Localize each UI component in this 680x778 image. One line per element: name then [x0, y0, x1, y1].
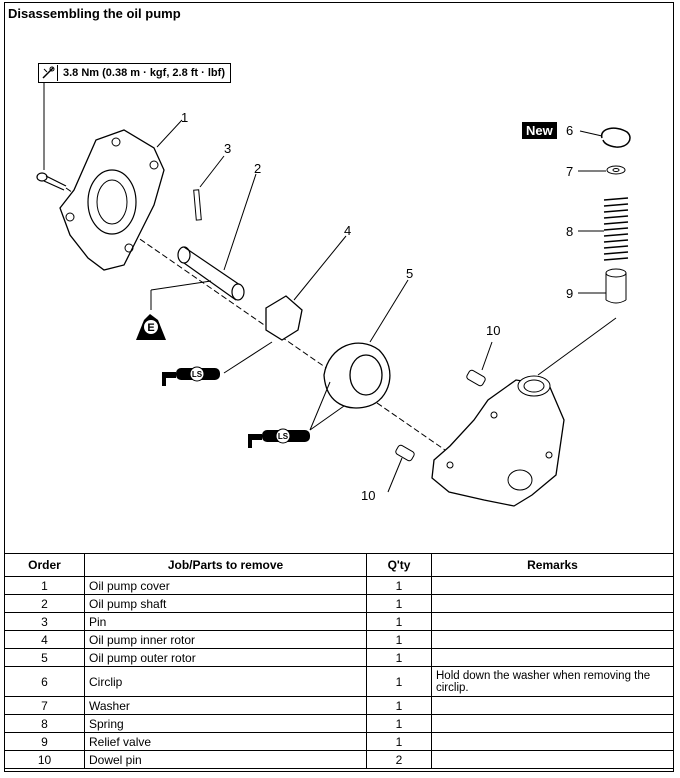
- callout-5: 5: [406, 266, 413, 281]
- engine-oil-symbol: E: [136, 314, 166, 340]
- callout-7: 7: [566, 164, 573, 179]
- cell-order: 1: [4, 576, 85, 595]
- callout-10a: 10: [486, 323, 500, 338]
- callout-8: 8: [566, 224, 573, 239]
- cell-qty: 1: [366, 732, 432, 751]
- cell-qty: 1: [366, 576, 432, 595]
- cell-qty: 1: [366, 630, 432, 649]
- cell-remarks: [431, 648, 674, 667]
- cell-order: 3: [4, 612, 85, 631]
- exploded-diagram: E LS LS 1 2 3 4 5 6 7 8 9 10 10: [36, 82, 631, 507]
- callout-2: 2: [254, 161, 261, 176]
- oil-pump-inner-rotor: [265, 295, 303, 341]
- bolt: [36, 172, 67, 191]
- col-header-part: Job/Parts to remove: [84, 553, 367, 577]
- torque-wrench-icon: [39, 65, 58, 81]
- oil-pump-body: [431, 379, 565, 507]
- cell-part: Oil pump shaft: [84, 594, 367, 613]
- table-header-row: Order Job/Parts to remove Q'ty Remarks: [4, 553, 674, 577]
- cell-part: Pin: [84, 612, 367, 631]
- col-header-qty: Q'ty: [366, 553, 432, 577]
- grease-label-2: LS: [278, 432, 289, 441]
- callout-6: 6: [566, 123, 573, 138]
- callout-9: 9: [566, 286, 573, 301]
- cell-part: Circlip: [84, 666, 367, 697]
- cell-part: Oil pump inner rotor: [84, 630, 367, 649]
- cell-remarks: [431, 576, 674, 595]
- parts-table: Order Job/Parts to remove Q'ty Remarks 1…: [4, 553, 674, 769]
- cell-order: 4: [4, 630, 85, 649]
- grease-gun-icon: LS: [248, 428, 310, 448]
- col-header-order: Order: [4, 553, 85, 577]
- cell-order: 10: [4, 750, 85, 769]
- grease-label-1: LS: [192, 370, 203, 379]
- cell-qty: 1: [366, 612, 432, 631]
- cell-remarks: [431, 612, 674, 631]
- cell-qty: 1: [366, 696, 432, 715]
- cell-part: Oil pump cover: [84, 576, 367, 595]
- cell-remarks: [431, 714, 674, 733]
- cell-remarks: [431, 594, 674, 613]
- oil-pump-outer-rotor: [323, 342, 391, 409]
- grease-gun-icon: LS: [162, 366, 220, 386]
- cell-part: Washer: [84, 696, 367, 715]
- torque-value: 3.8 Nm (0.38 m · kgf, 2.8 ft · lbf): [63, 67, 225, 79]
- callout-3: 3: [224, 141, 231, 156]
- new-badge: New: [522, 122, 557, 139]
- page-frame: [4, 2, 674, 772]
- cell-order: 7: [4, 696, 85, 715]
- circlip: [601, 127, 631, 148]
- cell-remarks: [431, 696, 674, 715]
- spring: [603, 197, 629, 261]
- cell-remarks: [431, 732, 674, 751]
- cell-order: 8: [4, 714, 85, 733]
- cell-qty: 1: [366, 648, 432, 667]
- cell-order: 5: [4, 648, 85, 667]
- callout-4: 4: [344, 223, 351, 238]
- callout-10b: 10: [361, 488, 375, 503]
- callout-1: 1: [181, 110, 188, 125]
- cell-order: 6: [4, 666, 85, 697]
- cell-remarks: Hold down the washer when removing the c…: [431, 666, 674, 697]
- cell-remarks: [431, 750, 674, 769]
- col-header-remarks: Remarks: [431, 553, 674, 577]
- page-title: Disassembling the oil pump: [8, 6, 181, 21]
- relief-valve: [605, 268, 627, 304]
- cell-remarks: [431, 630, 674, 649]
- cell-qty: 1: [366, 714, 432, 733]
- cell-order: 2: [4, 594, 85, 613]
- oil-pump-cover: [59, 129, 165, 271]
- cell-order: 9: [4, 732, 85, 751]
- cell-qty: 1: [366, 666, 432, 697]
- cell-part: Relief valve: [84, 732, 367, 751]
- cell-part: Oil pump outer rotor: [84, 648, 367, 667]
- torque-spec-box: 3.8 Nm (0.38 m · kgf, 2.8 ft · lbf): [38, 63, 231, 83]
- cell-qty: 1: [366, 594, 432, 613]
- engine-oil-label: E: [147, 322, 154, 334]
- cell-part: Spring: [84, 714, 367, 733]
- cell-part: Dowel pin: [84, 750, 367, 769]
- washer: [606, 165, 626, 175]
- oil-pump-shaft: [177, 246, 245, 301]
- cell-qty: 2: [366, 750, 432, 769]
